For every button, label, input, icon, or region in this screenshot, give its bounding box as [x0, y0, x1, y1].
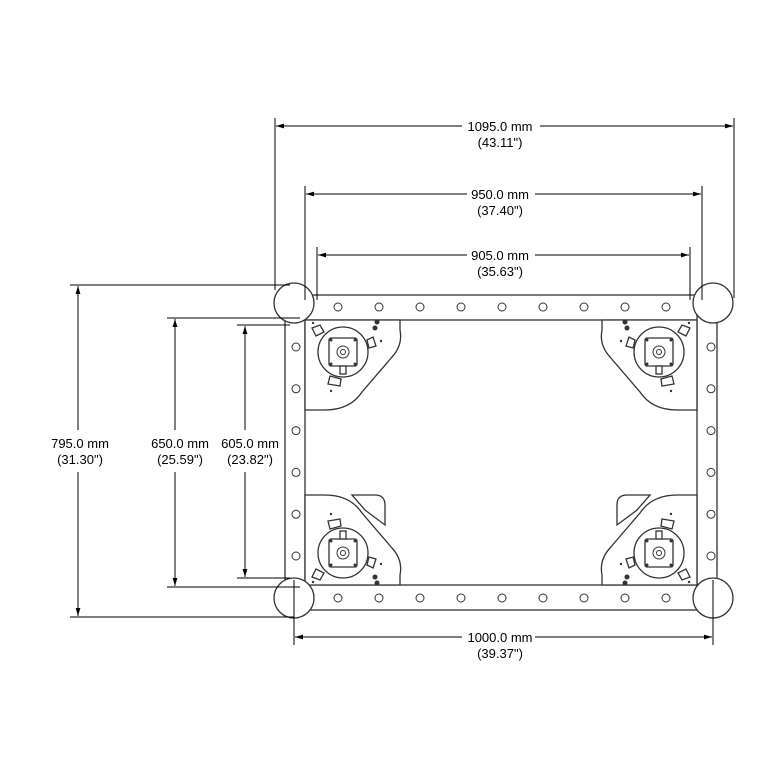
rail-width-in: (37.40") — [477, 203, 523, 218]
rail-hole — [661, 593, 671, 603]
overall-width-mm: 1095.0 mm — [467, 119, 532, 134]
rail-hole — [706, 426, 716, 436]
rail-hole — [538, 593, 548, 603]
right-rail — [696, 294, 718, 611]
post-top-left — [273, 282, 315, 324]
rail-hole — [374, 593, 384, 603]
rail-hole — [706, 467, 716, 477]
rail-hole — [538, 302, 548, 312]
rail-holes — [291, 302, 716, 603]
overall-width-in: (43.11") — [478, 135, 523, 150]
rail-hole — [291, 342, 301, 352]
rail-hole — [333, 593, 343, 603]
inner-depth-mm: 605.0 mm — [221, 436, 279, 451]
caster-plate-bottom-left — [304, 494, 402, 587]
post-spacing-in: (39.37") — [477, 646, 523, 661]
rail-hole — [291, 509, 301, 519]
overall-depth-mm: 795.0 mm — [51, 436, 109, 451]
post-spacing-mm: 1000.0 mm — [467, 630, 532, 645]
inner-width-in: (35.63") — [477, 264, 523, 279]
overall-depth-in: (31.30") — [57, 452, 103, 467]
inner-width-mm: 905.0 mm — [471, 248, 529, 263]
dimension-labels: 1095.0 mm (43.11") 950.0 mm (37.40") 905… — [51, 119, 532, 661]
left-rail — [284, 294, 306, 611]
rail-hole — [291, 467, 301, 477]
rail-hole — [497, 302, 507, 312]
rail-hole — [706, 509, 716, 519]
rail-hole — [497, 593, 507, 603]
rail-hole — [415, 593, 425, 603]
rail-hole — [579, 593, 589, 603]
rail-hole — [620, 302, 630, 312]
rail-hole — [706, 384, 716, 394]
rail-hole — [291, 426, 301, 436]
rail-hole — [291, 384, 301, 394]
rail-width-mm: 950.0 mm — [471, 187, 529, 202]
rail-depth-in: (25.59") — [157, 452, 203, 467]
rail-hole — [706, 551, 716, 561]
rail-hole — [291, 551, 301, 561]
rail-hole — [456, 302, 466, 312]
rail-hole — [620, 593, 630, 603]
rail-hole — [456, 593, 466, 603]
rail-hole — [415, 302, 425, 312]
rail-hole — [579, 302, 589, 312]
dimension-lines — [75, 123, 733, 640]
post-top-right — [692, 282, 734, 324]
rail-hole — [374, 302, 384, 312]
rail-depth-mm: 650.0 mm — [151, 436, 209, 451]
rail-hole — [661, 302, 671, 312]
inner-depth-in: (23.82") — [227, 452, 273, 467]
rail-hole — [333, 302, 343, 312]
extension-lines — [70, 118, 735, 645]
rail-hole — [706, 342, 716, 352]
caster-plate-bottom-right — [600, 494, 698, 587]
